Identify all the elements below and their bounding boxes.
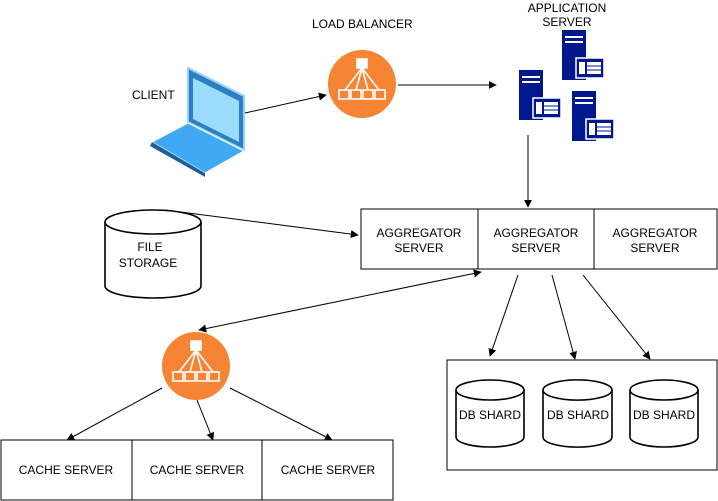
- cache-load-balancer-node: [161, 331, 231, 401]
- application-server-node: APPLICATION SERVER: [518, 1, 615, 142]
- aggregator-3-label-line1: AGGREGATOR: [613, 226, 698, 240]
- db-shard-1: DB SHARD: [455, 379, 525, 448]
- aggregator-2-label-line2: SERVER: [511, 241, 560, 255]
- app-server-label-line1: APPLICATION: [528, 1, 606, 15]
- load-balancer-icon: [327, 49, 397, 119]
- aggregator-3-label-line2: SERVER: [630, 241, 679, 255]
- cylinder-storage-icon: [104, 209, 202, 299]
- load-balancer-label: LOAD BALANCER: [312, 17, 413, 31]
- aggregator-server-3: [593, 208, 718, 270]
- edge-client-to-load-balancer: [244, 92, 327, 114]
- app-server-label-line2: SERVER: [542, 15, 591, 29]
- cache-server-3-label: CACHE SERVER: [281, 463, 376, 477]
- server-icon: [571, 90, 615, 142]
- edge-aggregator-to-db-shard-3: [582, 274, 651, 360]
- file-storage-label-line1: FILE: [137, 240, 162, 254]
- db-shard-3: DB SHARD: [629, 379, 699, 448]
- cache-server-1-label: CACHE SERVER: [19, 463, 114, 477]
- load-balancer-icon: [161, 331, 231, 401]
- edge-cache-balancer-to-cache-2: [196, 399, 215, 441]
- edge-aggregator-to-db-shard-2: [551, 274, 577, 360]
- client-node: CLIENT: [132, 66, 246, 177]
- aggregator-group: AGGREGATOR SERVER AGGREGATOR SERVER AGGR…: [360, 208, 718, 270]
- file-storage-label-line2: STORAGE: [119, 256, 177, 270]
- load-balancer-node: LOAD BALANCER: [312, 17, 413, 119]
- db-shard-2: DB SHARD: [542, 379, 613, 448]
- file-storage-node: FILE STORAGE: [104, 209, 202, 299]
- db-shard-3-label: DB SHARD: [633, 408, 695, 422]
- db-shard-2-label: DB SHARD: [547, 408, 609, 422]
- edge-aggregator-to-db-shard-1: [488, 274, 519, 357]
- aggregator-1-label-line2: SERVER: [394, 241, 443, 255]
- edge-cache-balancer-to-cache-1: [66, 387, 163, 441]
- cache-server-3: [261, 439, 394, 501]
- cache-server-1: [0, 439, 133, 501]
- edge-file-storage-to-aggregator: [164, 209, 359, 239]
- cache-server-2: [131, 439, 263, 501]
- edge-cache-balancer-to-cache-3: [229, 387, 333, 441]
- db-shard-group: DB SHARD DB SHARD DB SHARD: [446, 359, 718, 471]
- edge-aggregator-cache-balancer: [198, 269, 482, 333]
- cache-server-2-label: CACHE SERVER: [150, 463, 245, 477]
- server-icon: [561, 29, 605, 81]
- client-label: CLIENT: [132, 88, 175, 102]
- cache-server-group: CACHE SERVER CACHE SERVER CACHE SERVER: [0, 439, 394, 501]
- aggregator-2-label-line1: AGGREGATOR: [494, 226, 579, 240]
- aggregator-server-2: [477, 208, 595, 270]
- db-shard-1-label: DB SHARD: [459, 408, 521, 422]
- laptop-icon: [150, 66, 246, 177]
- server-icon: [518, 69, 562, 121]
- aggregator-1-label-line1: AGGREGATOR: [377, 226, 462, 240]
